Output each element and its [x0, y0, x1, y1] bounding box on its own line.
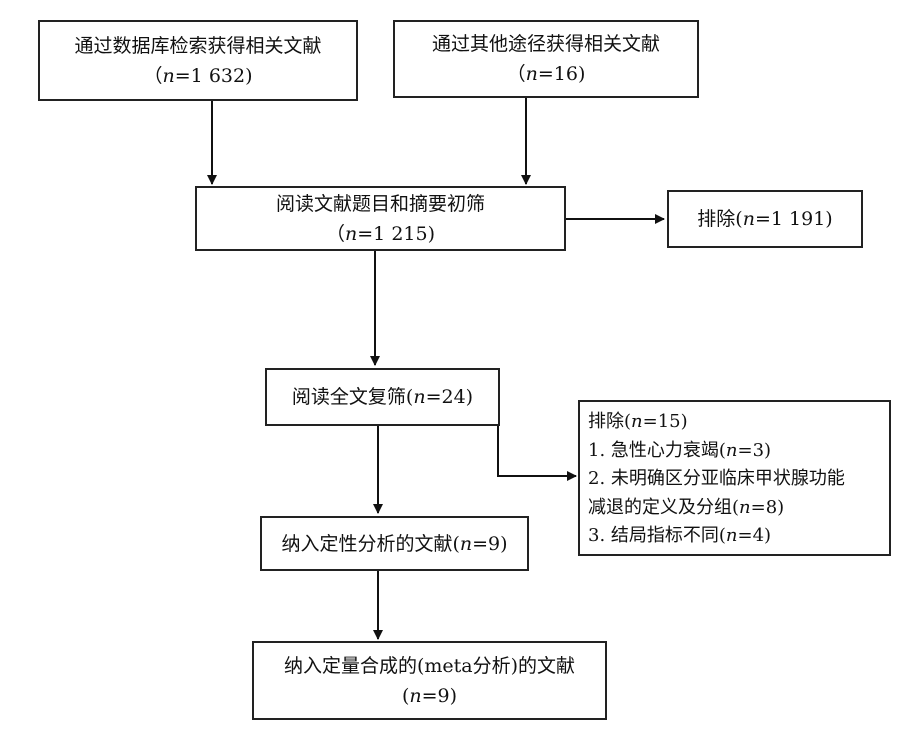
n-symbol: n	[413, 386, 426, 408]
other-source-count-value: =16)	[537, 63, 586, 85]
reason-text: 减退的定义及分组(	[588, 496, 740, 518]
excluded-first-label: 排除(n=1 191)	[697, 204, 832, 234]
excluded-second-box: 排除(n=15) 1. 急性心力衰竭(n=3) 2. 未明确区分亚临床甲状腺功能…	[578, 400, 891, 556]
excluded-first-count: =1 191)	[754, 208, 833, 230]
n-symbol: n	[739, 496, 751, 518]
db-search-box: 通过数据库检索获得相关文献 （n=1 632)	[38, 20, 358, 101]
n-symbol: n	[345, 222, 358, 245]
n-symbol: n	[742, 208, 755, 230]
excluded-first-box: 排除(n=1 191)	[667, 190, 863, 248]
n-symbol: n	[631, 411, 643, 432]
exclusion-reason: 2. 未明确区分亚临床甲状腺功能	[588, 465, 845, 494]
meta-count-value: =9)	[421, 684, 458, 707]
fulltext-count: =24)	[425, 386, 474, 408]
qualitative-box: 纳入定性分析的文献(n=9)	[260, 516, 529, 571]
n-symbol: n	[725, 439, 738, 461]
fulltext-text: 阅读全文复筛(	[291, 386, 414, 408]
qualitative-count: =9)	[472, 532, 508, 555]
db-search-count-prefix: （	[143, 64, 163, 87]
excluded-second-header-count: =15)	[642, 411, 688, 432]
reason-text: 1. 急性心力衰竭(	[588, 439, 726, 461]
db-search-title: 通过数据库检索获得相关文献	[74, 34, 322, 57]
db-search-count-value: =1 632)	[174, 64, 253, 87]
reason-text: 3. 结局指标不同(	[588, 525, 726, 546]
db-search-count: （n=1 632)	[144, 61, 253, 91]
meta-analysis-box: 纳入定量合成的(meta分析)的文献 (n=9)	[252, 641, 607, 720]
exclusion-reason: 减退的定义及分组(n=8)	[588, 494, 784, 523]
excluded-first-text: 排除(	[697, 208, 743, 230]
n-symbol: n	[409, 684, 422, 707]
reason-count: =8)	[750, 496, 785, 518]
n-symbol: n	[162, 64, 175, 87]
n-symbol: n	[725, 525, 738, 546]
fulltext-label: 阅读全文复筛(n=24)	[292, 382, 473, 412]
screen-count: （n=1 215)	[326, 219, 435, 249]
excluded-second-header-text: 排除(	[588, 411, 632, 432]
other-source-box: 通过其他途径获得相关文献 （n=16)	[393, 20, 699, 98]
arrow-fulltext-to-excluded	[497, 425, 577, 481]
other-source-title: 通过其他途径获得相关文献	[431, 33, 660, 55]
other-source-count-prefix: （	[506, 63, 526, 85]
title-abstract-screen-box: 阅读文献题目和摘要初筛 （n=1 215)	[195, 186, 566, 251]
qualitative-label: 纳入定性分析的文献(n=9)	[281, 529, 507, 559]
n-symbol: n	[525, 63, 538, 85]
qualitative-text: 纳入定性分析的文献(	[281, 532, 460, 555]
exclusion-reason: 3. 结局指标不同(n=4)	[588, 522, 771, 551]
reason-count: =4)	[737, 525, 772, 546]
screen-count-value: =1 215)	[357, 222, 435, 245]
screen-title: 阅读文献题目和摘要初筛	[275, 192, 485, 215]
reason-text: 2. 未明确区分亚临床甲状腺功能	[588, 468, 845, 489]
n-symbol: n	[459, 532, 473, 555]
meta-count: (n=9)	[402, 681, 457, 711]
reason-count: =3)	[737, 439, 772, 461]
excluded-second-header: 排除(n=15)	[588, 408, 688, 437]
meta-title: 纳入定量合成的(meta分析)的文献	[283, 654, 576, 677]
fulltext-screen-box: 阅读全文复筛(n=24)	[265, 368, 500, 426]
other-source-count: （n=16)	[507, 59, 586, 89]
screen-count-prefix: （	[326, 222, 346, 245]
meta-count-prefix: (	[401, 684, 410, 707]
exclusion-reason: 1. 急性心力衰竭(n=3)	[588, 437, 771, 466]
